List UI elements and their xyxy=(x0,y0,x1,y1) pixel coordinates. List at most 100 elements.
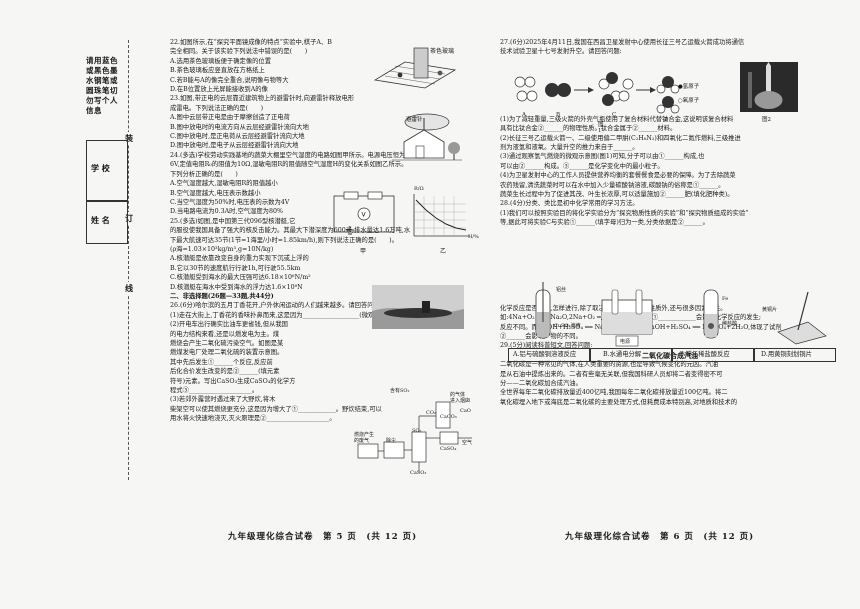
experiment-drawings xyxy=(535,282,827,347)
q22-option-c: C.若B能与A的像完全重合,说明像与物等大 xyxy=(170,76,289,84)
fig-label: 图1 xyxy=(598,122,604,134)
q22-line: 22.如图所示,在“探究平面镜成像的特点”实验中,棋子A、B xyxy=(170,39,332,46)
q24-line: 下列分析正确的是( ) xyxy=(170,170,238,178)
q24-option-d: D.当电路电流为0.3A时,空气湿度为80% xyxy=(170,208,283,216)
q26-line: 程式③____________________。 xyxy=(170,387,259,395)
article-line: 全世界每年二氧化碳排放量近400亿吨,我国每年二氧化碳排放量近100亿吨。将二 xyxy=(500,389,728,397)
option-d-label: D.用黄铜刻划铜片 xyxy=(761,351,812,358)
q22-line: 完全相同。关于该实验下列说法中错误的是( ) xyxy=(170,48,308,56)
q27-line: 剂为液氢和液氧。大量升空的推力来自于______。 xyxy=(500,144,639,152)
q28-line: 28.(4分)分类、类比是初中化学常用的学习方法。 xyxy=(500,200,639,208)
rocket-launch-photo xyxy=(740,62,798,112)
figure-jia-label: 甲 xyxy=(360,248,367,255)
fig-label: 稀盐酸 xyxy=(722,321,738,327)
fig-label: 黄铜片 xyxy=(762,307,778,313)
q26-line: 的电力结构来看,还是以燃发电为主。煤 xyxy=(170,330,280,338)
article-line: 分——二氧化碳加合成汽油。 xyxy=(500,379,582,387)
option-b-label: B.水通电分解 xyxy=(603,351,642,358)
option-c-box: C.铁与稀盐酸反应 xyxy=(672,348,754,362)
q25-line: 25.(多选)如图,是中国第三代096型核潜艇,它 xyxy=(170,217,296,225)
fig-label: 含有SO₂ xyxy=(390,388,410,394)
q29-line: 29.(5分)阅读科普短文,回答问题: xyxy=(500,342,593,350)
fig-label: 的气体 xyxy=(450,392,466,398)
q25-line: 的服役使我国具备了强大的核反击能力。其最大下潜深度为600米,排水量达1.6万吨… xyxy=(170,227,411,235)
q25-line: (ρ海=1.03×10³kg/m³,g=10N/kg) xyxy=(170,245,274,253)
q27-line: 蔬菜生长过程中为了促进其茂、叶生长浓厚,可以适量施加②______肥(填化肥种类… xyxy=(500,191,734,199)
fig-label: ○氧原子 xyxy=(678,98,700,104)
q26-line: (2)开电车出行确实比油车更省钱,但从我国 xyxy=(170,321,288,329)
fig-label: CaO xyxy=(460,408,471,414)
option-d-box: D.用黄铜刻划铜片 xyxy=(754,348,836,362)
q27-line: (2)长征三号乙运载火箭一、二级使用偏二甲肼(C₂H₈N₂)和四氧化二氮作燃料,… xyxy=(500,134,741,142)
question-22: 22.如图所示,在“探究平面镜成像的特点”实验中,棋子A、B 完全相同。关于该实… xyxy=(170,38,480,94)
q24-option-b: B.空气湿度越大,电压表示数越小 xyxy=(170,189,261,197)
q27-line: 具有比钛合金②______的物理性质。钛合金属于②______材料。 xyxy=(500,125,677,133)
q26-line: 符号)元素。写出CaSO₃生成CaSO₄的化学方 xyxy=(170,377,296,385)
q23-option-b: B.图中放电时的电流方向从云层经避雷针流向大地 xyxy=(170,123,309,131)
q28-line: (1)我们可以按照实验目的将化学实验分为“探究物质性质的实验”和“探究物质组成的… xyxy=(500,209,749,217)
binding-note-line: 信息 xyxy=(86,106,102,115)
question-25: 25.(多选)如图,是中国第三代096型核潜艇,它 的服役使我国具备了强大的核反… xyxy=(170,217,480,292)
binding-char: 装 xyxy=(125,132,133,145)
q25-line: 下最大航速可达35节(1节=1海里/小时=1.85km/h),则下列说法正确的是… xyxy=(170,236,398,244)
article-title: 二氧化碳合成汽油 xyxy=(642,350,698,360)
name-field[interactable]: 姓 名 xyxy=(86,200,128,244)
fig-label: Fe xyxy=(722,296,729,302)
q26-line: 柴架空可以使其燃烧更充分,这是因为增大了①____________。野炊结束,可… xyxy=(170,405,382,413)
fig-label: 铝丝 xyxy=(556,287,567,293)
q22-option-a: A.选用茶色玻璃板便于确定像的位置 xyxy=(170,57,272,65)
q25-option-d: D.核潜艇在海水中受到海水的浮力达1.6×10⁸N xyxy=(170,283,303,291)
q23-option-c: C.图中放电时,是正电荷从云层经避雷针流向大地 xyxy=(170,133,305,141)
fig-label: SO₂ xyxy=(412,428,422,434)
fig-label: 电源 xyxy=(620,339,631,345)
q27-line: (4)为卫星发射中心的工作人员提供营养均衡的套餐餐食是必要的保障。为了去除蔬菜 xyxy=(500,172,736,180)
article-line: 是从石油中提炼出来的。二者有些毫无关联,但我国科研人员却将二者变得密不可 xyxy=(500,370,723,378)
fig-label: CaSO₃ xyxy=(410,470,427,476)
q26-line: (1)走在大街上,丁香花的香味扑鼻而来,这是因为________________… xyxy=(170,311,396,319)
q27-line: (1)为了减轻重量,三级火箭的外壳气瓶使用了复合材料代替钛合金,这说明该复合材料 xyxy=(500,115,734,123)
experiment-options-figure: A.铝与硫酸铜溶液反应 B.水通电分解 C.铁与稀盐酸反应 D.用黄铜刻划铜片 … xyxy=(508,282,836,362)
svg-text:V: V xyxy=(362,212,367,219)
hydrogen-combustion-figure xyxy=(514,72,680,114)
q26-line: 26.(6分)哈尔滨的五月丁香花开,户外休闲运动的人们越来越多。请回答问题: xyxy=(170,302,382,310)
fig-label: 燃烧产生 xyxy=(354,432,375,438)
fig-label: 进入烟囱 xyxy=(450,398,471,404)
fig-label: B xyxy=(556,112,561,118)
q27-line: 技术试验卫星十七号发射升空。请回答问题: xyxy=(500,48,622,56)
binding-dashed-line xyxy=(128,40,129,480)
binding-note-line: 勿写个人 xyxy=(86,96,118,105)
fig-label: A xyxy=(522,112,526,118)
fig-label: ●氢原子 xyxy=(678,84,700,90)
q27-line: 27.(6分)2025年4月11日,我国在西昌卫星发射中心使用长征三号乙运载火箭… xyxy=(500,39,745,46)
q23-line: 成雷电。下列说法正确的是( ) xyxy=(170,104,264,112)
fig-label: 图2 xyxy=(762,117,771,123)
fig-label: CuSO₄溶液 xyxy=(554,323,581,329)
q24-line: 6V,定值电阻R₀的阻值为10Ω,湿敏电阻R的阻值随空气湿度H的变化关系如图乙所… xyxy=(170,161,408,169)
question-29: 29.(5分)阅读科普短文,回答问题: 二氧化碳合成汽油 二氧化碳是一种常见的气… xyxy=(500,341,840,407)
q25-option-a: A.核潜艇是依靠改变自身的重力实现下沉或上浮的 xyxy=(170,255,309,263)
figure-yi-label: 乙 xyxy=(440,248,447,255)
glass-label: 茶色玻璃 xyxy=(430,48,455,55)
q23-option-a: A.图中云层带正电是由于摩擦创造了正电荷 xyxy=(170,114,290,122)
q22-option-b: B.茶色玻璃板应竖直放在方格纸上 xyxy=(170,67,265,75)
desulfurization-figure xyxy=(357,401,472,472)
mirror-experiment-figure xyxy=(373,47,457,89)
school-label: 学 校 xyxy=(91,163,110,173)
lightning-rod-figure xyxy=(392,113,462,161)
fig-label: C xyxy=(612,112,617,118)
section-heading: 二、非选择题(26题—33题,共44分) xyxy=(170,292,274,300)
question-23: 23.如图,带正电的云层靠近建筑物上的避雷针时,向避雷针释放电形 成雷电。下列说… xyxy=(170,94,480,150)
option-a-box: A.铝与硫酸铜溶液反应 xyxy=(508,348,590,362)
binding-char: 线 xyxy=(125,282,133,295)
option-b-box: B.水通电分解 xyxy=(590,348,672,362)
school-field[interactable]: 学 校 xyxy=(86,140,128,202)
q27-line: 可以由②______构成。③______是化学变化中的最小粒子。 xyxy=(500,162,664,170)
fig-label: 的废气 xyxy=(354,438,370,444)
binding-note-line: 或黑色墨 xyxy=(86,66,118,75)
rod-label: 避雷针 xyxy=(406,117,423,123)
name-label: 姓 名 xyxy=(91,215,110,225)
q28-line: 等,据此可将实验C与实验①______(填字母)归为一类,分类依据是②_____… xyxy=(500,219,709,227)
q27-line: 农药残留,清洗蔬菜时可以在水中加入少量碳酸钠溶液,碳酸钠的俗称是①______。 xyxy=(500,181,725,189)
binding-note-line: 水钢笔或 xyxy=(86,76,118,85)
